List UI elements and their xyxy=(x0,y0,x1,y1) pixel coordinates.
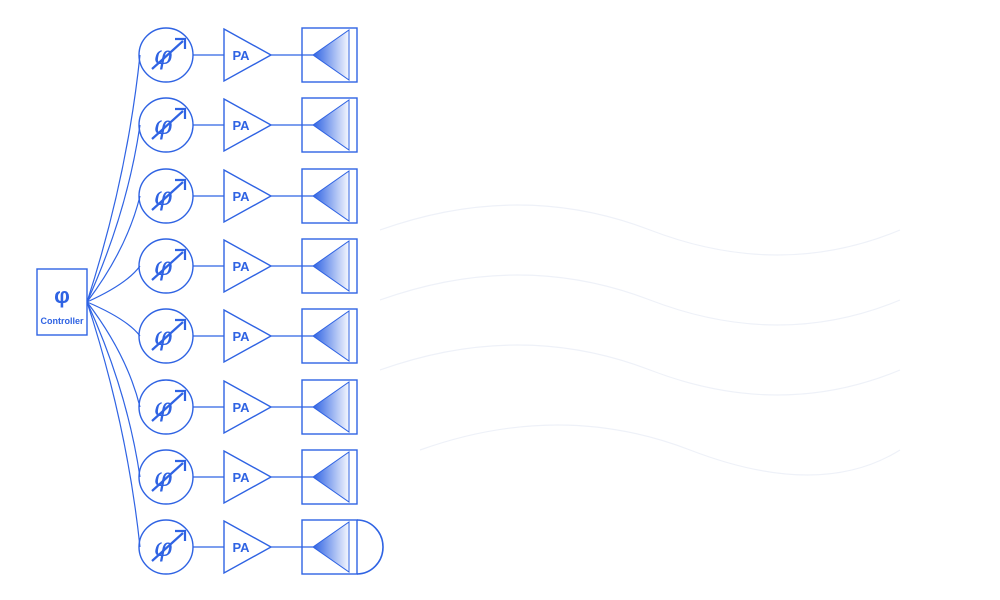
svg-text:φ: φ xyxy=(154,252,173,282)
antenna-icon xyxy=(312,451,350,503)
channel-row: φ PA xyxy=(138,308,358,364)
antenna-icon xyxy=(312,29,350,81)
svg-text:φ: φ xyxy=(154,533,173,563)
antenna-element xyxy=(301,379,358,435)
feed-line xyxy=(86,301,141,478)
antenna-icon xyxy=(312,170,350,222)
phi-icon: φ xyxy=(54,283,70,308)
amplifier-label: PA xyxy=(232,189,250,204)
amplifier-label: PA xyxy=(232,259,250,274)
feed-line xyxy=(86,265,141,303)
phase-shifter-icon: φ xyxy=(151,178,187,212)
antenna-element xyxy=(301,308,358,364)
svg-text:φ: φ xyxy=(154,111,173,141)
feed-line xyxy=(86,54,141,303)
phase-shifter-icon: φ xyxy=(151,389,187,423)
channel-row: φ PA xyxy=(138,97,358,153)
controller-label: Controller xyxy=(40,316,83,326)
antenna-icon xyxy=(312,521,350,573)
feed-line xyxy=(86,301,141,548)
amplifier-label: PA xyxy=(232,470,250,485)
power-amplifier xyxy=(223,238,273,294)
antenna-element xyxy=(301,519,358,575)
phase-shifter-icon: φ xyxy=(151,318,187,352)
amplifier-label: PA xyxy=(232,540,250,555)
channel-row: φ PA xyxy=(138,379,358,435)
phase-shifter-icon: φ xyxy=(151,248,187,282)
power-amplifier xyxy=(223,27,273,83)
power-amplifier xyxy=(223,97,273,153)
power-amplifier xyxy=(223,308,273,364)
power-amplifier xyxy=(223,519,273,575)
antenna-icon xyxy=(312,310,350,362)
channel-row: φ PA xyxy=(138,449,358,505)
antenna-icon xyxy=(312,381,350,433)
antenna-element xyxy=(301,168,358,224)
feed-line xyxy=(86,301,141,337)
svg-text:φ: φ xyxy=(154,182,173,212)
feed-lines xyxy=(86,54,141,548)
phase-shifter-icon: φ xyxy=(151,459,187,493)
channel-row: φ PA xyxy=(138,238,358,294)
phase-shifter-icon: φ xyxy=(151,107,187,141)
controller-block: φ Controller xyxy=(36,268,88,336)
svg-text:φ: φ xyxy=(154,41,173,71)
antenna-icon xyxy=(312,240,350,292)
phase-shifter-icon: φ xyxy=(151,37,187,71)
amplifier-label: PA xyxy=(232,118,250,133)
antenna-element xyxy=(301,449,358,505)
phase-shifter-icon: φ xyxy=(151,529,187,563)
faint-wavefront xyxy=(379,204,901,476)
amplifier-label: PA xyxy=(232,329,250,344)
feed-line xyxy=(86,195,141,303)
feed-line xyxy=(86,301,141,408)
svg-text:φ: φ xyxy=(154,322,173,352)
antenna-element xyxy=(301,238,358,294)
channel-row: φ PA xyxy=(138,168,358,224)
svg-text:φ: φ xyxy=(154,463,173,493)
antenna-element xyxy=(301,97,358,153)
channel-row: φ PA xyxy=(138,519,384,575)
power-amplifier xyxy=(223,168,273,224)
antenna-icon xyxy=(312,99,350,151)
antenna-element xyxy=(301,27,358,83)
power-amplifier xyxy=(223,449,273,505)
svg-text:φ: φ xyxy=(154,393,173,423)
amplifier-label: PA xyxy=(232,48,250,63)
channel-row: φ PA xyxy=(138,27,358,83)
power-amplifier xyxy=(223,379,273,435)
feed-line xyxy=(86,124,141,303)
amplifier-label: PA xyxy=(232,400,250,415)
emission-arc xyxy=(356,519,384,575)
